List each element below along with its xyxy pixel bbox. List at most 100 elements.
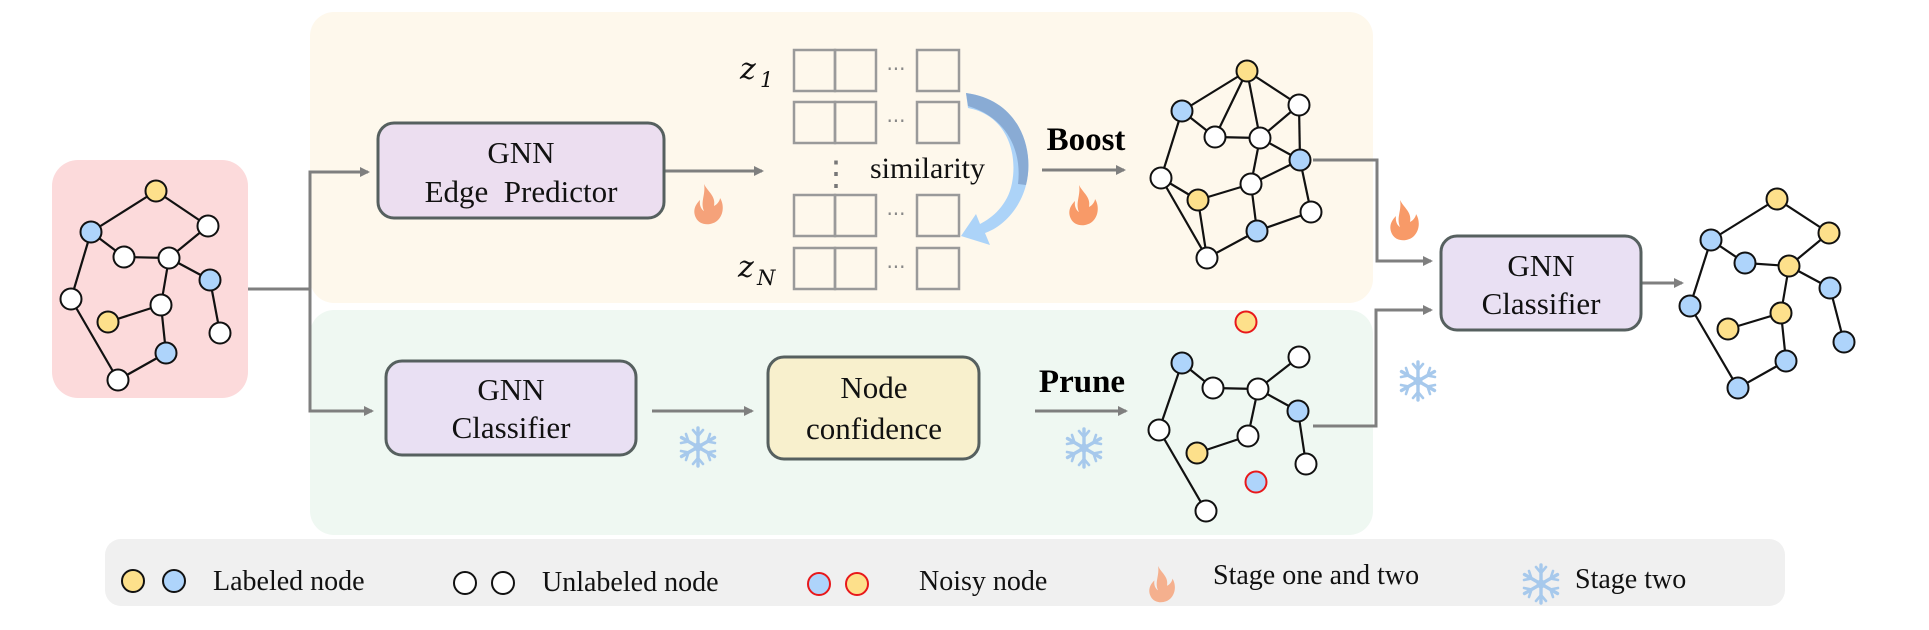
zn-label: z <box>737 250 754 285</box>
edge-predictor-box: GNN Edge Predictor <box>376 121 666 220</box>
graph-edge <box>1710 198 1778 241</box>
prune-label: Prune <box>1039 364 1125 400</box>
labeled-node <box>1678 294 1702 318</box>
boost-label: Boost <box>1047 122 1126 158</box>
similarity-arrow <box>961 93 1029 245</box>
unlabeled-node <box>1287 345 1311 369</box>
graph-edge <box>1158 429 1207 512</box>
pruned-to-final-classifier-arrow <box>1313 305 1433 428</box>
embedding-cell <box>915 48 961 93</box>
unlabeled-node <box>1147 418 1171 442</box>
legend-noisy-blue-node <box>807 572 831 596</box>
embedding-cell <box>833 48 878 93</box>
classifier-bottom-box: GNN Classifier <box>384 359 638 457</box>
graph-edge <box>90 190 157 233</box>
unlabeled-node <box>208 321 232 345</box>
graph-edge <box>1688 239 1713 307</box>
input-graph <box>59 179 232 392</box>
unlabeled-node <box>1194 499 1218 523</box>
embedding-cell <box>915 193 961 238</box>
noisy-node <box>1244 470 1268 494</box>
fire-icon <box>1390 200 1419 241</box>
labeled-node <box>154 341 178 365</box>
unlabeled-node <box>1248 126 1272 150</box>
labeled-node <box>1245 219 1269 243</box>
graph-edge <box>1160 177 1208 259</box>
graph-edge <box>1214 70 1248 138</box>
classifier-final-line1: GNN <box>1507 248 1574 283</box>
embedding-row: ··· <box>792 100 961 145</box>
unlabeled-node <box>149 293 173 317</box>
embedding-cell <box>833 246 878 291</box>
labeled-node <box>1777 254 1801 278</box>
unlabeled-node <box>1246 377 1270 401</box>
labeled-node <box>1726 376 1750 400</box>
unlabeled-node <box>1201 376 1225 400</box>
legend-labeled-text: Labeled node <box>213 566 365 597</box>
similarity-label: similarity <box>870 152 985 185</box>
graph-edge <box>69 231 93 300</box>
z1-subscript: 1 <box>760 68 773 92</box>
labeled-node <box>1733 251 1757 275</box>
edge-predictor-line2: Edge Predictor <box>425 174 619 209</box>
embedding-ellipsis: ··· <box>886 202 905 226</box>
connectors <box>248 158 1684 428</box>
labeled-node <box>1288 148 1312 172</box>
vertical-ellipsis: ⋮ <box>819 156 853 193</box>
labeled-node <box>198 268 222 292</box>
classifier-final-line2: Classifier <box>1482 286 1601 321</box>
embedding-matrix: ············ <box>792 48 961 291</box>
legend-noisy-yellow-node <box>845 572 869 596</box>
z1-label: z <box>739 52 756 87</box>
embedding-cell <box>833 193 878 238</box>
unlabeled-node <box>157 246 181 270</box>
node-confidence-line2: confidence <box>806 411 942 446</box>
legend-noisy-text: Noisy node <box>919 566 1047 597</box>
labeled-node <box>1817 221 1841 245</box>
unlabeled-node <box>1287 93 1311 117</box>
classifier-bottom-line1: GNN <box>477 372 544 407</box>
legend-panel <box>105 539 1785 606</box>
embedding-cell <box>833 100 878 145</box>
unlabeled-node <box>1195 246 1219 270</box>
labeled-node <box>1170 351 1194 375</box>
unlabeled-node <box>1236 424 1260 448</box>
output-graph <box>1678 187 1856 400</box>
legend-stage-two-text: Stage two <box>1575 564 1686 595</box>
labeled-node <box>1716 317 1740 341</box>
classifier-bottom-line2: Classifier <box>452 410 571 445</box>
labeled-node <box>1818 276 1842 300</box>
unlabeled-node <box>1203 125 1227 149</box>
embedding-row: ··· <box>792 246 961 291</box>
classifier-final-box: GNN Classifier <box>1439 234 1643 332</box>
embedding-cell <box>915 246 961 291</box>
legend-unlabeled-node <box>453 571 477 595</box>
embedding-ellipsis: ··· <box>886 255 905 279</box>
unlabeled-node <box>1294 452 1318 476</box>
snowflake-icon <box>1399 360 1437 402</box>
unlabeled-node <box>1149 166 1173 190</box>
legend-blue-node <box>162 569 186 593</box>
labeled-node <box>1769 301 1793 325</box>
boosted-graph <box>1149 59 1323 270</box>
graph-edge <box>1689 305 1739 389</box>
embedding-row: ··· <box>792 193 961 238</box>
labeled-node <box>1699 228 1723 252</box>
unlabeled-node <box>112 245 136 269</box>
labeled-node <box>1774 349 1798 373</box>
unlabeled-node <box>59 287 83 311</box>
labeled-node <box>1170 99 1194 123</box>
unlabeled-node <box>196 214 220 238</box>
labeled-node <box>144 179 168 203</box>
noisy-node <box>1234 310 1258 334</box>
graph-edge <box>1159 110 1184 179</box>
legend-stage-one-two-text: Stage one and two <box>1213 560 1419 591</box>
legend-unlabeled-node <box>491 571 515 595</box>
boost-stage-panel <box>310 12 1373 303</box>
labeled-node <box>1286 399 1310 423</box>
graph-edge <box>1157 362 1184 431</box>
unlabeled-node <box>106 368 130 392</box>
graph-edge <box>70 298 119 381</box>
labeled-node <box>1235 59 1259 83</box>
